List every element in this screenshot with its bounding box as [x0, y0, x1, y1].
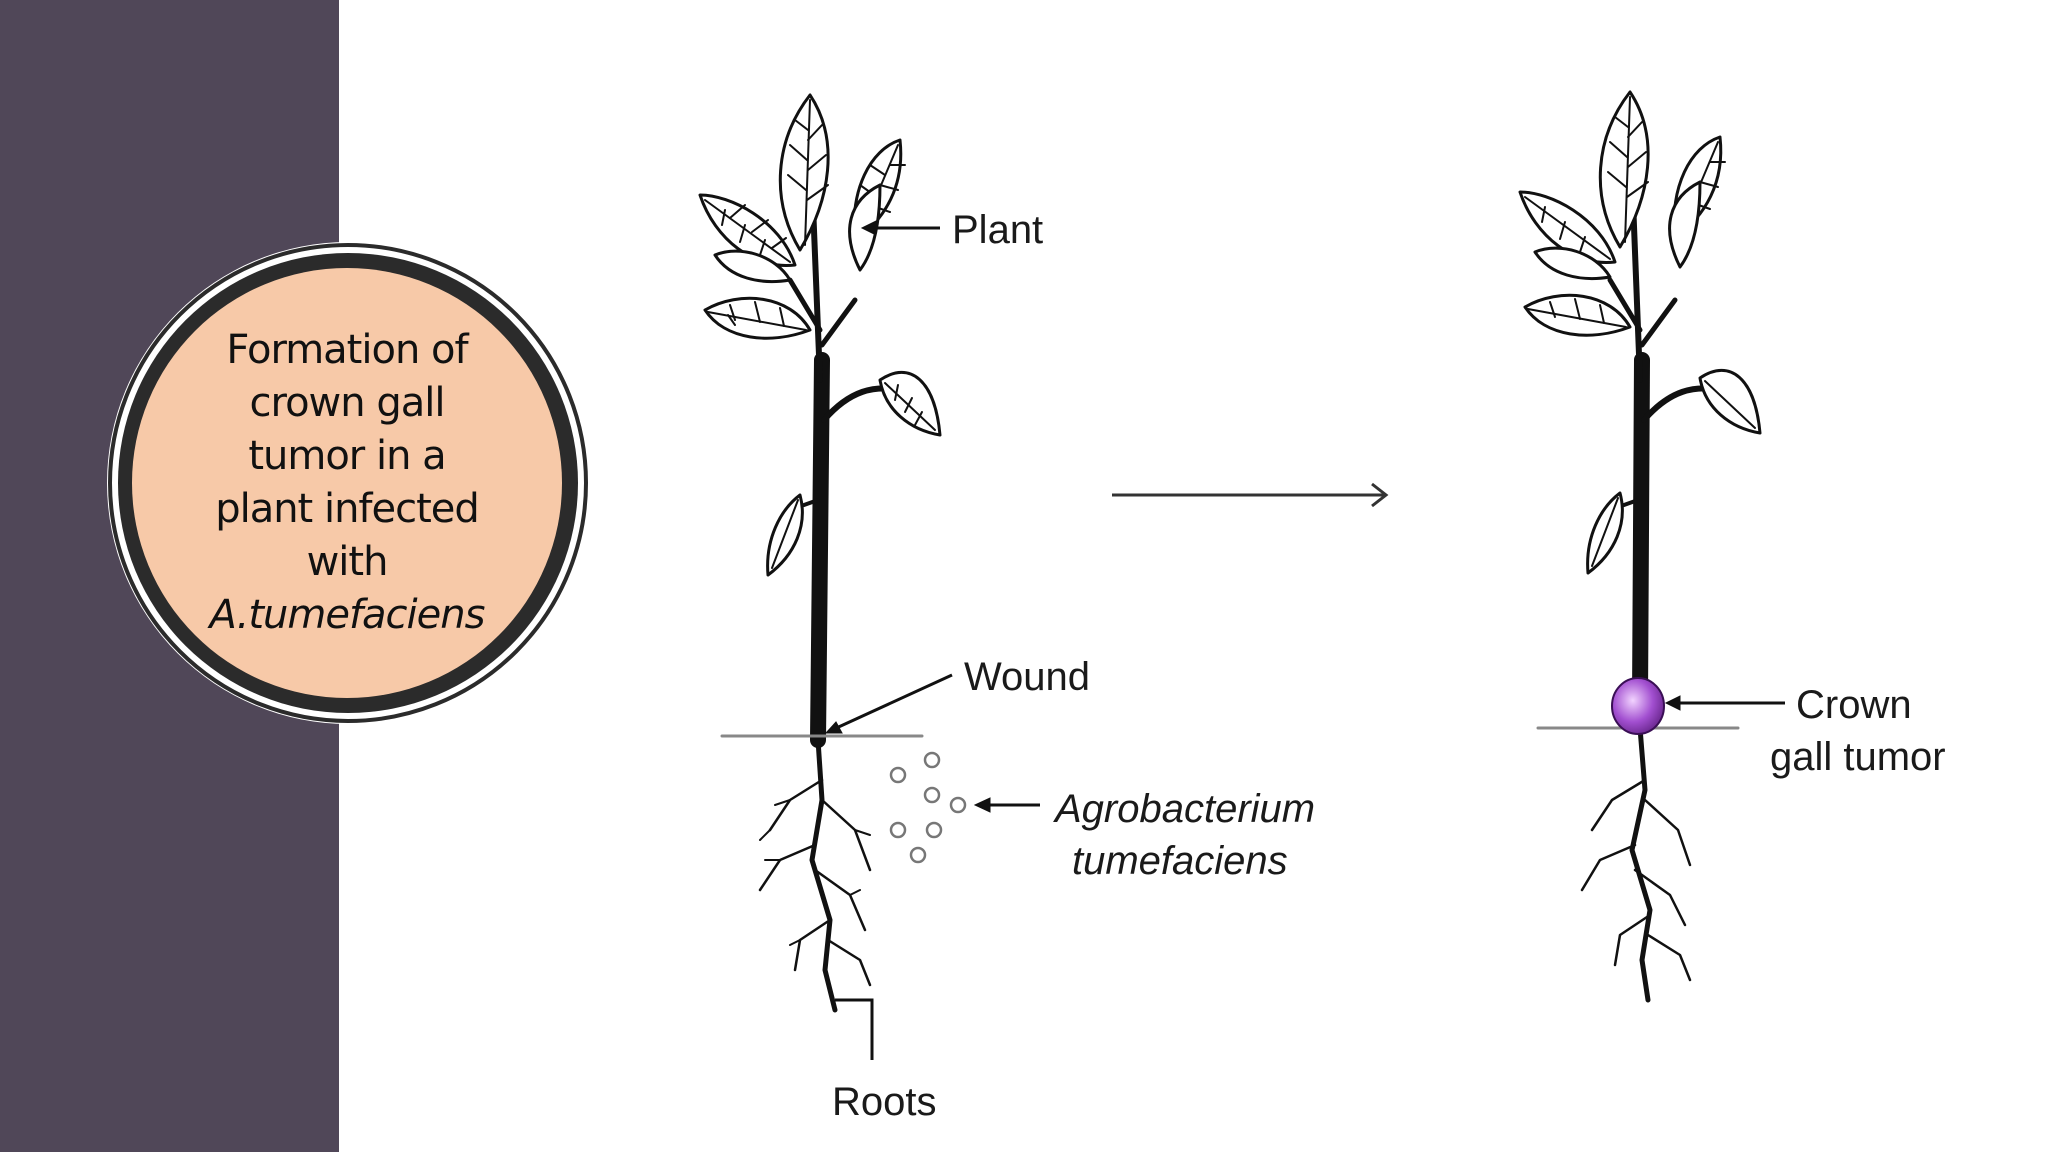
- plant-label: Plant: [952, 208, 1043, 252]
- title-line-2: crown gall: [249, 380, 446, 426]
- title-line-4: plant infected: [215, 486, 480, 532]
- title-line-6-species: A.tumefaciens: [209, 592, 486, 638]
- title-line-1: Formation of: [226, 327, 468, 373]
- slide-title: Formation of crown gall tumor in a plant…: [209, 324, 486, 642]
- bacterium-label-line2: tumefaciens: [1072, 839, 1288, 883]
- title-line-3: tumor in a: [248, 433, 446, 479]
- title-circle: Formation of crown gall tumor in a plant…: [132, 268, 562, 698]
- tumor-label-line2: gall tumor: [1770, 735, 1946, 779]
- roots-label: Roots: [832, 1080, 937, 1124]
- tumor-label-line1: Crown: [1796, 683, 1912, 727]
- healthy-plant: [698, 93, 942, 1013]
- left-pointers: [824, 220, 1040, 1060]
- infected-plant: [1518, 90, 1762, 1003]
- wound-label: Wound: [964, 655, 1090, 699]
- crown-gall-tumor: [1611, 677, 1665, 735]
- title-line-5: with: [306, 539, 389, 585]
- bacteria-cells: [889, 751, 967, 864]
- tumor-pointer: [1664, 695, 1785, 711]
- bacterium-label-line1: Agrobacterium: [1053, 787, 1315, 831]
- process-arrow: [1112, 482, 1389, 508]
